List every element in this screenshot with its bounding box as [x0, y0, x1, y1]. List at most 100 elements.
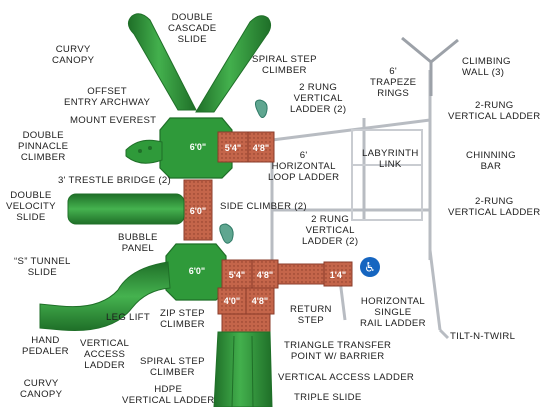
label-two-rung-ladder-right-top: 2-RUNG VERTICAL LADDER — [448, 100, 540, 122]
double-velocity-slide — [67, 193, 185, 225]
label-triangle-transfer-point: TRIANGLE TRANSFER POINT W/ BARRIER — [284, 340, 391, 362]
label-spiral-step-climber-top: SPIRAL STEP CLIMBER — [252, 54, 317, 76]
label-mount-everest: MOUNT EVEREST — [70, 115, 156, 126]
label-line: LINK — [379, 159, 402, 170]
label-vertical-access-ladder-left: VERTICAL ACCESS LADDER — [80, 338, 129, 371]
label-hdpe-vertical-ladder: HDPE VERTICAL LADDER — [122, 384, 214, 406]
bottom-tower: 6'0" — [165, 243, 227, 301]
label-line: TRIPLE SLIDE — [294, 392, 362, 403]
label-zip-step-climber: ZIP STEP CLIMBER — [160, 308, 205, 330]
overhead-structure — [270, 70, 450, 340]
label-line: LADDER — [84, 360, 125, 371]
label-line: VERTICAL LADDER — [122, 395, 215, 406]
label-line: LADDER (2) — [290, 104, 347, 115]
label-line: CASCADE — [168, 23, 217, 34]
label-line: PINNACLE — [18, 141, 69, 152]
label-line: 6' — [389, 66, 398, 77]
label-line: VERTICAL — [293, 93, 343, 104]
label-line: 2-RUNG — [474, 196, 514, 207]
label-chinning-bar: CHINNING BAR — [466, 150, 516, 172]
label-line: HAND — [31, 335, 60, 346]
label-line: CLIMBING — [462, 56, 511, 67]
label-line: 6' — [299, 150, 308, 161]
s-tunnel-slide — [39, 261, 171, 332]
label-line: CANOPY — [52, 55, 95, 66]
label-horizontal-single-rail-ladder: HORIZONTAL SINGLE RAIL LADDER — [360, 296, 426, 329]
label-line: VERTICAL LADDER — [448, 111, 541, 122]
top-tower-height: 6'0" — [190, 142, 206, 152]
label-line: LOOP LADDER — [268, 172, 340, 183]
label-curvy-canopy-top: CURVY CANOPY — [52, 44, 94, 66]
label-line: POINT W/ BARRIER — [290, 351, 385, 362]
label-line: WALL (3) — [462, 67, 505, 78]
label-line: CURVY — [55, 44, 91, 55]
label-leg-lift: LEG LIFT — [106, 312, 150, 323]
label-return-step: RETURN STEP — [290, 304, 332, 326]
label-line: DOUBLE — [10, 190, 52, 201]
label-vertical-access-ladder-bottom: VERTICAL ACCESS LADDER — [278, 372, 414, 383]
label-line: VERTICAL ACCESS LADDER — [278, 372, 415, 383]
end-deck-height: 1'4" — [330, 270, 346, 280]
label-line: CLIMBER — [262, 65, 307, 76]
label-line: PANEL — [121, 243, 154, 254]
label-line: LADDER (2) — [302, 236, 359, 247]
label-line: BUBBLE — [118, 232, 158, 243]
wheelchair-icon: ♿ — [360, 257, 380, 277]
label-line: “S” TUNNEL — [14, 256, 71, 267]
label-line: VERTICAL LADDER — [448, 207, 541, 218]
label-line: LABYRINTH — [362, 148, 419, 159]
label-horizontal-loop-ladder: 6' HORIZONTAL LOOP LADDER — [268, 150, 339, 183]
label-line: OFFSET — [87, 86, 127, 97]
label-line: STEP — [297, 315, 325, 326]
label-s-tunnel-slide: “S” TUNNEL SLIDE — [14, 256, 71, 278]
bottom-tower-height: 6'0" — [189, 266, 205, 276]
label-line: CLIMBER — [20, 152, 66, 163]
bubble-decor-top — [254, 99, 268, 118]
label-line: HORIZONTAL — [271, 161, 336, 172]
climbing-wall-y — [401, 36, 459, 96]
top-deck-a-height: 5'4" — [225, 143, 241, 153]
label-line: 2-RUNG — [474, 100, 514, 111]
wheelchair-glyph: ♿ — [364, 261, 376, 276]
label-line: DOUBLE — [171, 12, 213, 23]
label-line: CURVY — [23, 378, 59, 389]
label-line: TRAPEZE — [370, 77, 417, 88]
label-double-velocity-slide: DOUBLE VELOCITY SLIDE — [6, 190, 56, 223]
label-line: SIDE CLIMBER (2) — [220, 201, 307, 212]
top-deck-b-height: 4'8" — [253, 143, 269, 153]
label-trestle-bridge: 3' TRESTLE BRIDGE (2) — [58, 175, 171, 186]
label-line: SLIDE — [177, 34, 207, 45]
label-line: CLIMBER — [160, 319, 205, 330]
label-double-cascade-slide: DOUBLE CASCADE SLIDE — [168, 12, 216, 45]
label-spiral-step-climber-bottom: SPIRAL STEP CLIMBER — [140, 356, 205, 378]
label-line: HORIZONTAL — [360, 296, 425, 307]
label-curvy-canopy-bottom: CURVY CANOPY — [20, 378, 62, 400]
ramp-bridge: 1'4" — [277, 261, 353, 287]
label-line: 2 RUNG — [311, 214, 350, 225]
label-line: SINGLE — [374, 307, 412, 318]
label-line: DOUBLE — [22, 130, 64, 141]
label-line: CLIMBER — [150, 367, 195, 378]
label-line: 3' TRESTLE BRIDGE (2) — [58, 175, 171, 186]
label-line: VELOCITY — [6, 201, 56, 212]
label-double-pinnacle-climber: DOUBLE PINNACLE CLIMBER — [18, 130, 68, 163]
triple-slide — [213, 331, 273, 407]
label-offset-entry-archway: OFFSET ENTRY ARCHWAY — [64, 86, 150, 108]
label-line: TILT-N-TWIRL — [450, 331, 516, 342]
top-decks: 5'4" 4'8" — [217, 131, 275, 163]
bottom-deck-d-height: 4'8" — [252, 296, 268, 306]
double-cascade-slide — [128, 13, 272, 113]
label-line: SPIRAL STEP — [252, 54, 317, 65]
label-line: ENTRY ARCHWAY — [64, 97, 151, 108]
label-line: CANOPY — [20, 389, 63, 400]
label-line: RAIL LADDER — [360, 318, 426, 329]
label-line: SPIRAL STEP — [140, 356, 205, 367]
label-hand-pedaler: HAND PEDALER — [22, 335, 69, 357]
label-triple-slide: TRIPLE SLIDE — [294, 392, 362, 403]
label-line: ACCESS — [83, 349, 126, 360]
label-line: VERTICAL — [80, 338, 130, 349]
label-two-rung-ladder-mid: 2 RUNG VERTICAL LADDER (2) — [302, 214, 358, 247]
label-line: BAR — [480, 161, 502, 172]
label-climbing-wall: CLIMBING WALL (3) — [462, 56, 511, 78]
